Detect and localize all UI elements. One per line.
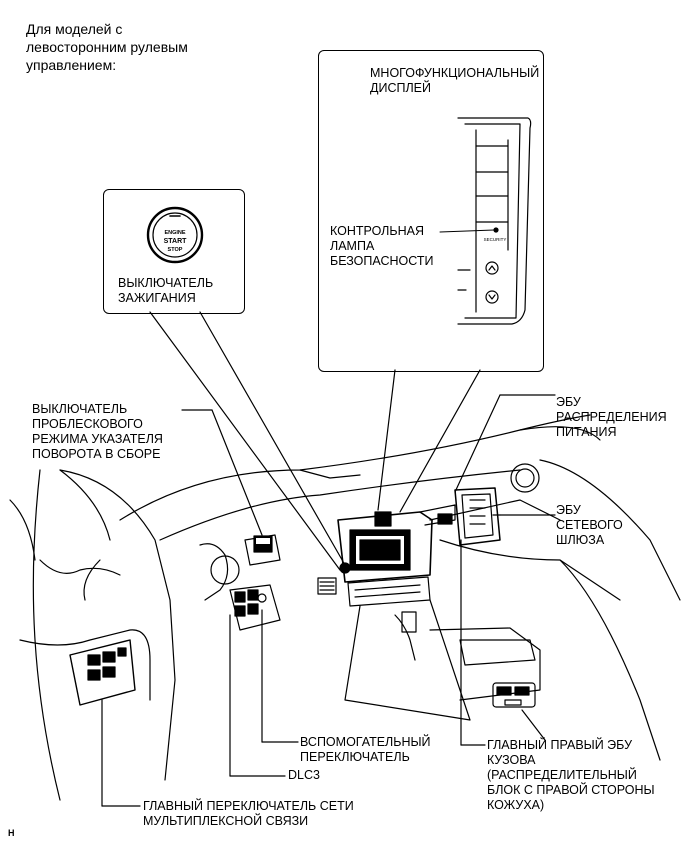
label-gateway-ecu: ЭБУ СЕТЕВОГО ШЛЮЗА — [556, 503, 623, 547]
label-multi-display: МНОГОФУНКЦИОНАЛЬНЫЙ ДИСПЛЕЙ — [370, 66, 540, 95]
header-note: Для моделей с левосторонним рулевым упра… — [26, 21, 188, 73]
label-security-lamp: КОНТРОЛЬНАЯ ЛАМПА БЕЗОПАСНОСТИ — [330, 224, 434, 268]
engine-start-button — [146, 206, 204, 264]
label-aux-switch: ВСПОМОГАТЕЛЬНЫЙ ПЕРЕКЛЮЧАТЕЛЬ — [300, 735, 431, 764]
ignition-detail-box — [103, 189, 245, 314]
label-power-distribution-ecu: ЭБУ РАСПРЕДЕЛЕНИЯ ПИТАНИЯ — [556, 395, 667, 439]
hazard-switch — [253, 535, 273, 553]
label-main-body-ecu: ГЛАВНЫЙ ПРАВЫЙ ЭБУ КУЗОВА (РАСПРЕДЕЛИТЕЛ… — [487, 738, 655, 812]
button-text-start: START — [164, 238, 188, 245]
ecu-block — [419, 487, 501, 546]
door-switch-panel — [69, 639, 136, 706]
label-dlc3: DLC3 — [288, 768, 320, 782]
label-hazard-switch: ВЫКЛЮЧАТЕЛЬ ПРОБЛЕСКОВОГО РЕЖИМА УКАЗАТЕ… — [32, 402, 163, 461]
security-indicator-text: SECURITY — [484, 237, 507, 242]
display-panel — [457, 117, 532, 325]
center-display — [337, 511, 433, 607]
figure-id: H — [8, 828, 15, 838]
button-text-stop: STOP — [168, 247, 183, 253]
label-multiplex-switch: ГЛАВНЫЙ ПЕРЕКЛЮЧАТЕЛЬ СЕТИ МУЛЬТИПЛЕКСНО… — [143, 799, 354, 828]
button-text-engine: ENGINE — [164, 230, 185, 236]
label-ignition-switch: ВЫКЛЮЧАТЕЛЬ ЗАЖИГАНИЯ — [118, 276, 214, 305]
